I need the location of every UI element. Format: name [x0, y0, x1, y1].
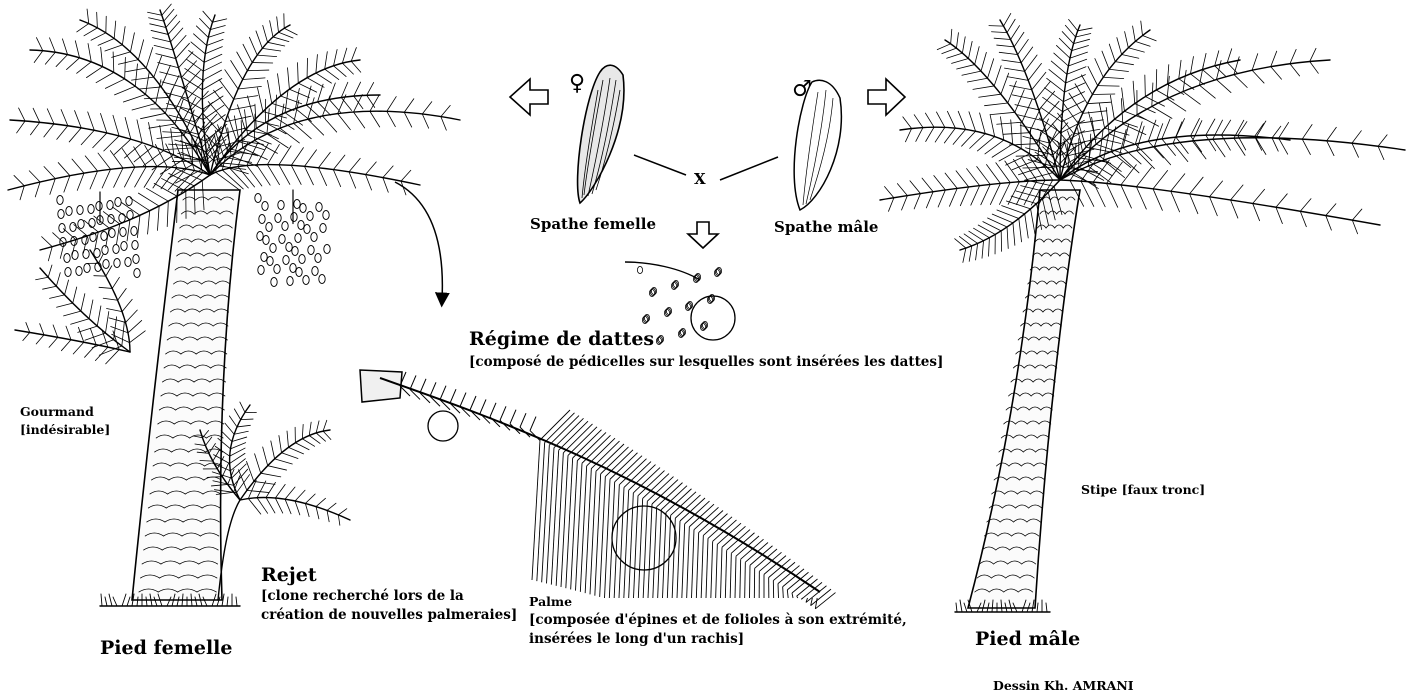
- curved-arrow: [395, 182, 442, 300]
- female-palm-drawing: [8, 4, 460, 606]
- cross-line-right: [720, 157, 778, 180]
- female-symbol: ♀: [569, 70, 585, 98]
- rejet-description-line1: [clone recherché lors de la: [261, 588, 464, 605]
- stipe-label: Stipe [faux tronc]: [1081, 482, 1205, 498]
- palme-description-line1: [composée d'épines et de folioles à son …: [529, 612, 907, 629]
- regime-title: Régime de dattes: [469, 328, 654, 352]
- gourmand-label: Gourmand: [20, 404, 94, 420]
- male-crown-fronds: [880, 13, 1405, 262]
- spathe-male-label: Spathe mâle: [774, 218, 878, 237]
- cross-symbol: X: [694, 170, 706, 189]
- drawing-credit: Dessin Kh. AMRANI: [993, 678, 1134, 694]
- rejet-title: Rejet: [261, 564, 317, 588]
- male-symbol: ♂: [792, 76, 812, 104]
- palme-drawing: [360, 370, 836, 609]
- pied-femelle-label: Pied femelle: [100, 637, 232, 661]
- cross-line-left: [634, 155, 686, 175]
- male-trunk: [968, 190, 1080, 608]
- rejet-description-line2: création de nouvelles palmeraies]: [261, 607, 517, 624]
- palme-description-line2: insérées le long d'un rachis]: [529, 631, 744, 648]
- left-hollow-arrow: [510, 79, 548, 115]
- down-hollow-arrow: [688, 222, 718, 248]
- spathe-femelle-label: Spathe femelle: [530, 215, 656, 234]
- right-hollow-arrow: [868, 79, 905, 115]
- regime-description: [composé de pédicelles sur lesquelles so…: [469, 354, 943, 371]
- pied-male-label: Pied mâle: [975, 628, 1080, 652]
- spine-highlight-circle: [428, 411, 458, 441]
- male-palm-drawing: [880, 13, 1405, 612]
- regime-highlight-circle: [691, 296, 735, 340]
- palme-title: Palme: [529, 594, 572, 610]
- gourmand-note: [indésirable]: [20, 422, 110, 438]
